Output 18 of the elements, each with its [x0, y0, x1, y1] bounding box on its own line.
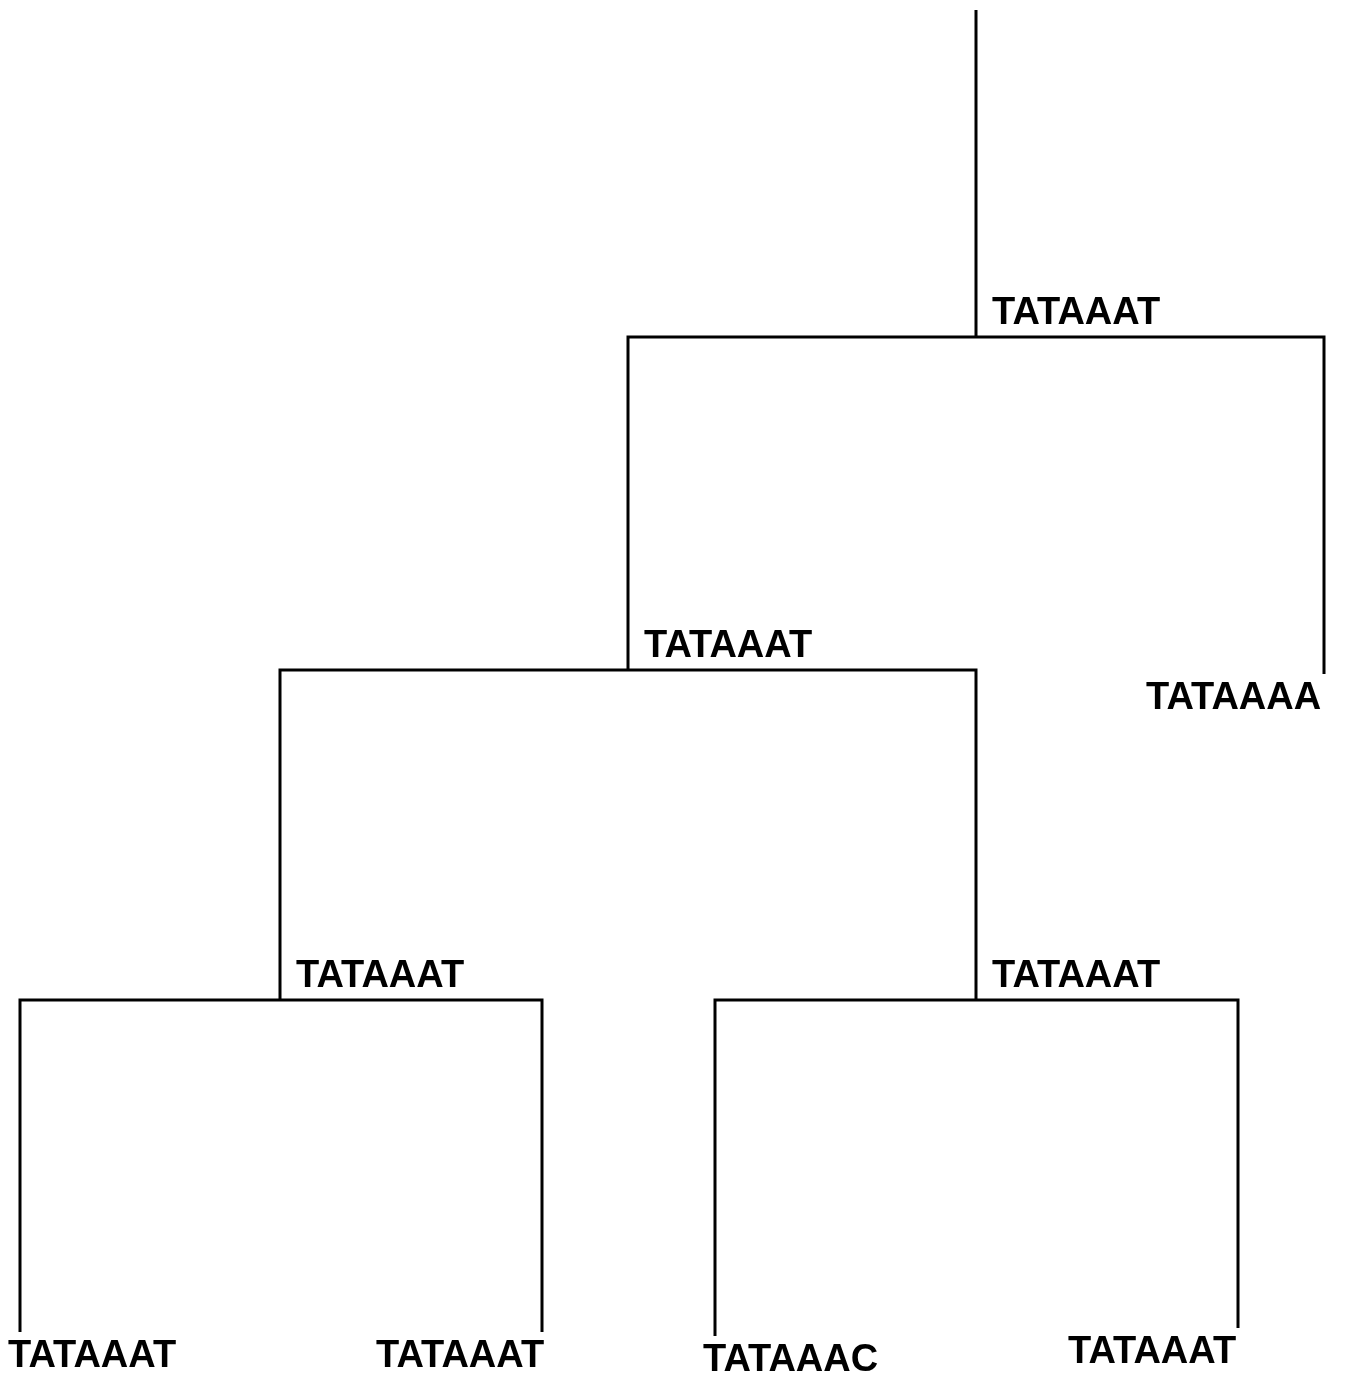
sequence-label: TATAAAT	[376, 1334, 545, 1374]
sequence-label: TATAAAT	[1068, 1330, 1237, 1370]
sequence-label: TATAAAT	[644, 624, 813, 664]
sequence-label: TATAAAT	[296, 954, 465, 994]
tree-branch	[713, 998, 976, 1336]
tree-branch	[976, 998, 1240, 1328]
tree-branch	[18, 998, 280, 1332]
sequence-label: TATAAAC	[703, 1338, 879, 1378]
sequence-label: TATAAAT	[8, 1334, 177, 1374]
sequence-label: TATAAAA	[1146, 676, 1322, 716]
tree-branch	[976, 335, 1326, 674]
sequence-label: TATAAAT	[992, 954, 1161, 994]
tree-branch	[280, 998, 544, 1332]
tree-branch	[278, 668, 628, 1000]
tree-branch	[974, 10, 978, 337]
tree-branch	[626, 335, 976, 670]
sequence-label: TATAAAT	[992, 291, 1161, 331]
tree-branch	[628, 668, 978, 1000]
